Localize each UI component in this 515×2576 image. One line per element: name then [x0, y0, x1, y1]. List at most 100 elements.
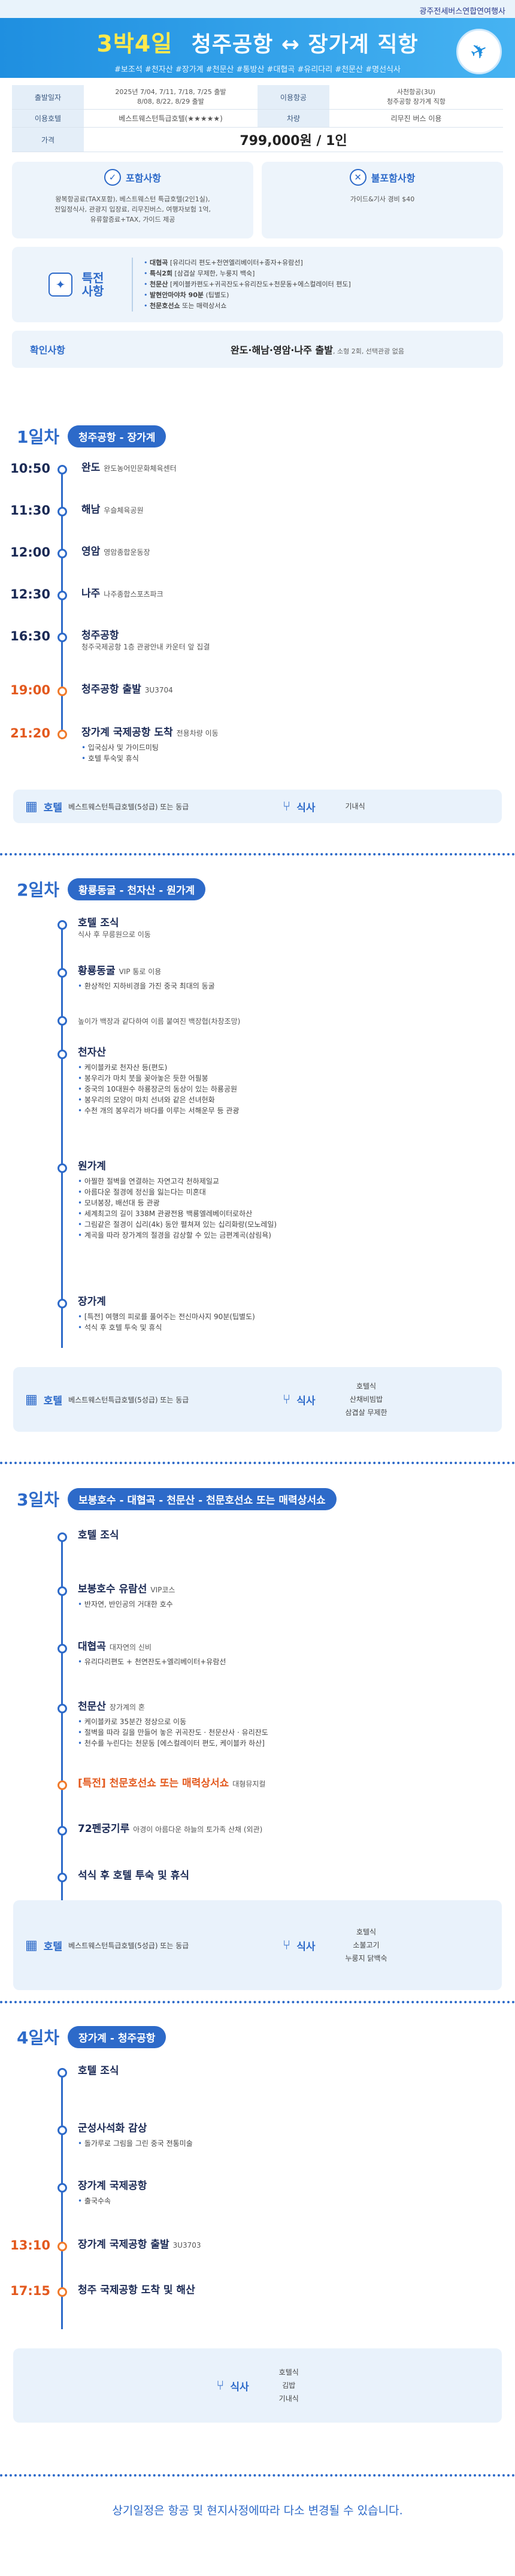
hotel-icon: ▦	[25, 1392, 38, 1407]
meal-panel: ⑂ 식사 호텔식 김밥 기내식	[13, 2348, 502, 2423]
timeline-dot	[57, 591, 67, 600]
timeline-dot	[57, 2125, 67, 2135]
hero-banner: 3박4일 청주공항 ↔ 장가계 직항 #보조석 #천자산 #장가계 #천문산 #…	[0, 18, 515, 78]
section-divider	[0, 2001, 515, 2003]
timeline-dot	[57, 1299, 67, 1308]
itinerary-item: 장가계 국제공항 출국수속	[78, 2181, 150, 2206]
hotel-meal-panel: ▦ 호텔 베스트웨스턴특급호텔(5성급) 또는 동급 ⑂ 식사 기내식	[13, 790, 502, 823]
agency-name: 광주전세버스연합연여행사	[0, 0, 515, 18]
itinerary-item: 높이가 백장과 같다하여 이름 붙여진 백장협(차창조망)	[78, 1017, 241, 1026]
day1-header: 1일차 청주공항 - 장가계	[17, 424, 166, 448]
timeline-dot	[57, 1050, 67, 1059]
special-item: 천문산 [케이블카편도+귀곡잔도+유리잔도+천문동+에스컬레이터 편도]	[144, 279, 351, 290]
check-value: 완도·해남·영암·나주 출발, 소형 2회, 선택관광 없음	[230, 344, 405, 356]
hotel-meal-panel: ▦ 호텔 베스트웨스턴특급호텔(5성급) 또는 동급 ⑂ 식사 호텔식 산채비빔…	[13, 1367, 502, 1432]
day3-header: 3일차 보봉호수 - 대협곡 - 천문산 - 천문호선쇼 또는 매력상서쇼	[17, 1487, 337, 1511]
timeline-dot	[57, 730, 67, 739]
itinerary-item: 원가계 아찔한 절벽을 연결하는 자연고각 천하제일교 아름다운 절경에 정신을…	[78, 1161, 277, 1241]
hotel-icon: ▦	[25, 1937, 38, 1953]
check-notes: 확인사항 완도·해남·영암·나주 출발, 소형 2회, 선택관광 없음	[12, 331, 503, 368]
timeline-dot	[57, 1780, 67, 1790]
time-label: 12:30	[10, 587, 50, 601]
time-label: 13:10	[10, 2238, 50, 2253]
timeline-dot	[57, 1704, 67, 1713]
meal-icon: ⑂	[283, 1937, 291, 1953]
price-value: 799,000원 / 1인	[240, 134, 347, 149]
itinerary-item: 석식 후 호텔 투숙 및 휴식	[78, 1870, 189, 1882]
info-value: 사천항공(3U) 청주공항 장가계 직항	[386, 88, 446, 105]
timeline-dot	[57, 1826, 67, 1836]
excluded-box: ✕ 불포함사항 가이드&기사 경비 $40	[262, 162, 503, 238]
itinerary-item: 청주 국제공항 도착 및 해산	[78, 2284, 195, 2296]
info-value: 2025년 7/04, 7/11, 7/18, 7/25 출발 8/08, 8/…	[115, 88, 226, 105]
meal-icon: ⑂	[283, 1392, 291, 1407]
tour-info-table: 출발일자 2025년 7/04, 7/11, 7/18, 7/25 출발 8/0…	[12, 85, 503, 152]
itinerary-item: 호텔 조식	[78, 1529, 119, 1541]
info-label: 차량	[258, 110, 329, 127]
time-label: 21:20	[10, 726, 50, 740]
day2-header: 2일차 황룡동굴 - 천자산 - 원가계	[17, 877, 206, 901]
timeline-dot	[57, 920, 67, 930]
special-benefits: ✦ 특전 사항 대협곡 [유리다리 편도+천연엘리베이터+종자+유람선] 특식2…	[12, 247, 503, 322]
special-list: 대협곡 [유리다리 편도+천연엘리베이터+종자+유람선] 특식2회 [삼겹살 무…	[132, 258, 351, 312]
timeline-dot	[57, 2183, 67, 2193]
tour-route: 청주공항 ↔ 장가계 직항	[191, 32, 419, 57]
timeline-dot	[57, 1163, 67, 1173]
tour-duration: 3박4일	[96, 31, 173, 57]
timeline-dot	[57, 1586, 67, 1596]
info-value: 리무진 버스 이용	[390, 114, 442, 123]
section-divider	[0, 2474, 515, 2477]
timeline-dot	[57, 1873, 67, 1882]
timeline-dot	[57, 549, 67, 558]
gift-icon: ✦	[49, 273, 72, 297]
timeline-dot	[57, 465, 67, 474]
info-row-departure: 출발일자 2025년 7/04, 7/11, 7/18, 7/25 출발 8/0…	[12, 85, 503, 110]
itinerary-item: 호텔 조식	[78, 2065, 119, 2077]
timeline-line	[61, 1535, 63, 1906]
timeline-dot	[57, 1532, 67, 1542]
timeline-dot	[57, 507, 67, 516]
special-item: 천문호선쇼 또는 매력상서쇼	[144, 301, 351, 312]
time-label: 16:30	[10, 629, 50, 643]
info-value: 베스트웨스턴특급호텔(★★★★★)	[119, 114, 223, 123]
time-label: 19:00	[10, 683, 50, 697]
section-divider	[0, 853, 515, 855]
special-title: 특전 사항	[81, 271, 104, 298]
footer-note: 상기일정은 항공 및 현지사정에따라 다소 변경될 수 있습니다.	[112, 2504, 403, 2517]
meal-icon: ⑂	[283, 799, 291, 814]
special-item: 발현안마야차 90분 (팁별도)	[144, 290, 351, 301]
itinerary-item: 군성사석화 감상 돌가루로 그림을 그린 중국 전통미술	[78, 2123, 193, 2149]
timeline-dot	[57, 1016, 67, 1026]
airplane-logo-icon: ✈	[456, 29, 502, 74]
itinerary-item: 장가계 [특전] 여행의 피로를 풀어주는 전신마사지 90분(팁별도) 석식 …	[78, 1296, 255, 1333]
hero-hashtags: #보조석 #천자산 #장가계 #천문산 #통방산 #대협곡 #유리다리 #천문산…	[114, 65, 401, 74]
special-item: 특식2회 [삼겹살 무제한, 누룽지 백숙]	[144, 268, 351, 279]
included-title: 포함사항	[126, 173, 161, 184]
timeline-line	[61, 2072, 63, 2329]
timeline-dot	[57, 968, 67, 978]
check-icon: ✓	[104, 169, 122, 186]
included-text: 왕복항공료(TAX포함), 베스트웨스턴 특급호텔(2인1실), 전일정식사, …	[54, 195, 211, 223]
excluded-text: 가이드&기사 경비 $40	[350, 195, 415, 203]
info-row-price: 가격 799,000원 / 1인	[12, 128, 503, 152]
hotel-icon: ▦	[25, 799, 38, 814]
info-row-hotel: 이용호텔 베스트웨스턴특급호텔(★★★★★) 차량 리무진 버스 이용	[12, 110, 503, 128]
timeline-dot	[57, 2242, 67, 2251]
day4-header: 4일차 장가계 - 청주공항	[17, 2025, 166, 2049]
timeline-dot	[57, 687, 67, 696]
section-divider	[0, 1462, 515, 1464]
